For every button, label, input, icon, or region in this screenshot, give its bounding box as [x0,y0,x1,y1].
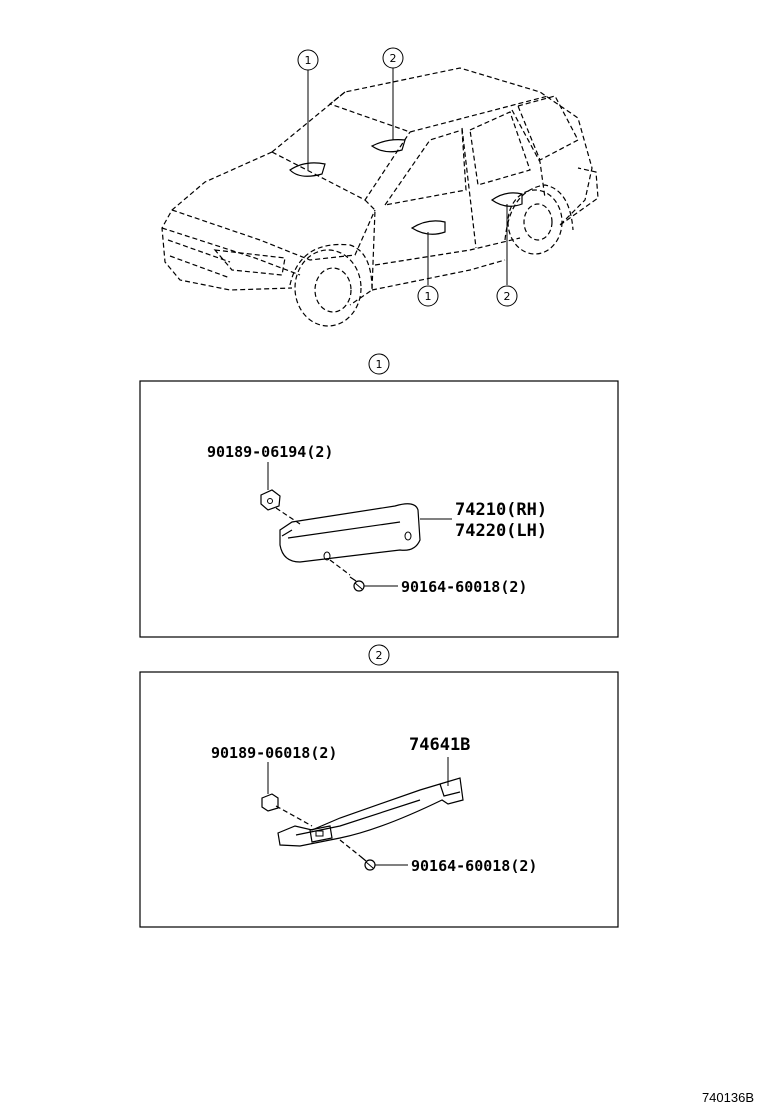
svg-text:1: 1 [305,54,312,67]
part-number-clip-1: 90189-06194(2) [207,443,333,461]
door-outside-handle [277,777,464,847]
part-number-door-handle: 74641B [409,735,470,755]
callout-1-top: 1 [297,49,319,71]
svg-text:2: 2 [504,290,511,303]
clip-part-1 [260,489,281,511]
svg-text:2: 2 [376,649,383,662]
door-handle-location-rear [490,192,523,207]
section-1-illustration [260,462,452,592]
callout-1-bottom: 1 [417,285,439,307]
assist-grip-location-front [289,162,326,177]
svg-text:2: 2 [390,52,397,65]
part-number-handle-lh: 74220(LH) [455,521,547,541]
figure-id: 740136B [702,1090,754,1105]
part-number-handle-rh: 74210(RH) [455,500,547,520]
callout-2-bottom: 2 [496,285,518,307]
assist-grip-location-rear [370,139,406,153]
callout-2-top: 2 [382,47,404,69]
screw-part-1 [349,576,365,592]
section-1-marker: 1 [368,353,390,375]
car-overview-illustration: 1 2 1 2 [161,47,599,327]
section-2-frame [139,671,619,928]
screw-part-2 [359,855,376,871]
section-1-frame [139,380,619,638]
assist-grip-handle [279,503,421,563]
part-number-screw-2: 90164-60018(2) [411,857,537,875]
part-number-screw-1: 90164-60018(2) [401,578,527,596]
clip-part-2 [261,793,279,812]
part-number-clip-2: 90189-06018(2) [211,744,337,762]
section-2-marker: 2 [368,644,390,666]
door-handle-location-front [410,220,446,235]
svg-text:1: 1 [376,358,383,371]
section-2-illustration [261,757,464,871]
svg-text:1: 1 [425,290,432,303]
